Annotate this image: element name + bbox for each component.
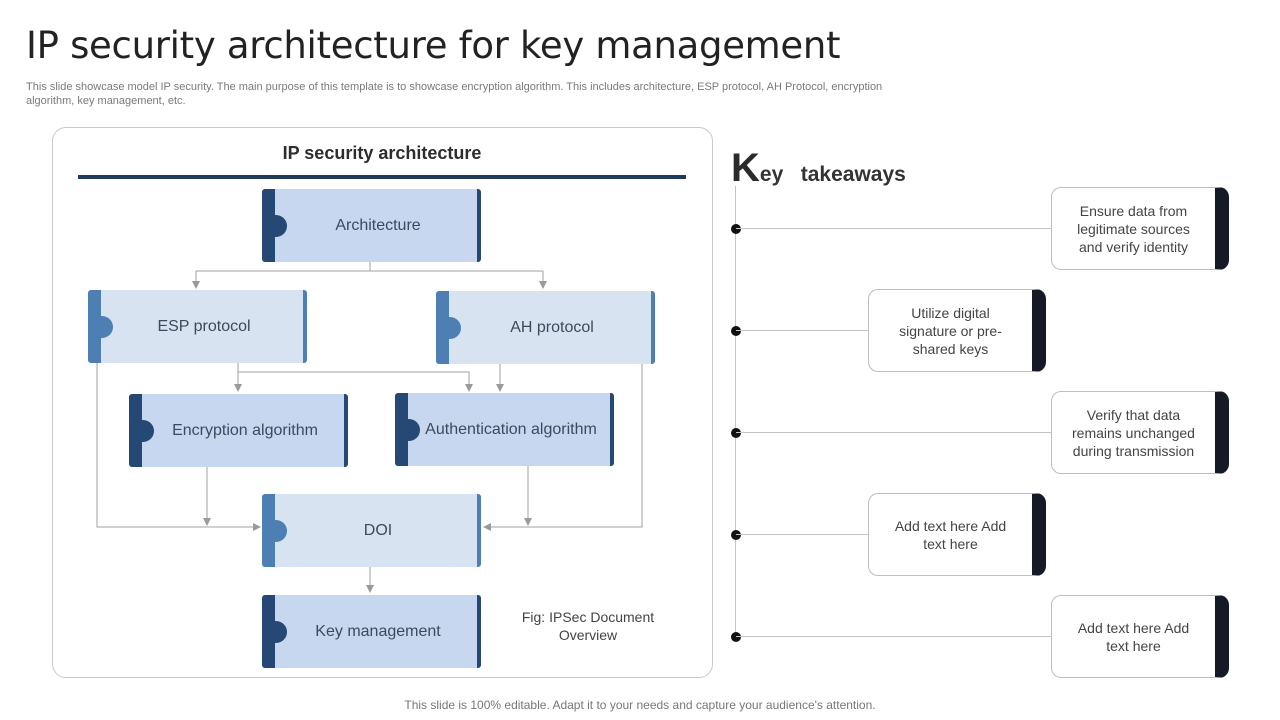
diagram-title: IP security architecture xyxy=(282,143,482,163)
node-label: Key management xyxy=(315,622,441,640)
takeaways-heading-rest: ey takeaways xyxy=(759,163,906,186)
takeaway-card-1: Ensure data from legitimate sources and … xyxy=(1051,187,1229,270)
figure-caption: Fig: IPSec Document Overview xyxy=(521,609,655,643)
node-label: DOI xyxy=(363,521,393,539)
node-tab-marker xyxy=(269,519,287,542)
timeline-connector xyxy=(736,534,869,535)
node-encryption-algorithm: Encryption algorithm xyxy=(129,394,348,467)
timeline-dot xyxy=(731,632,741,642)
timeline-connector xyxy=(736,228,1052,229)
node-label: ESP protocol xyxy=(157,317,251,335)
node-tab-marker xyxy=(443,316,461,339)
footer-note: This slide is 100% editable. Adapt it to… xyxy=(404,698,876,712)
timeline-connector xyxy=(736,432,1052,433)
timeline-dot xyxy=(731,326,741,336)
architecture-panel xyxy=(52,127,713,678)
timeline-dot xyxy=(731,530,741,540)
timeline-dot xyxy=(731,224,741,234)
diagram-title-rule xyxy=(78,175,686,179)
timeline-connector xyxy=(736,330,869,331)
node-tab-marker xyxy=(136,419,154,442)
page-subtitle: This slide showcase model IP security. T… xyxy=(26,81,883,107)
timeline-connector xyxy=(736,636,1052,637)
node-label: AH protocol xyxy=(510,318,594,336)
takeaways-heading-initial: K xyxy=(731,146,760,190)
node-label: Authentication algorithm xyxy=(425,420,597,438)
takeaways-timeline xyxy=(735,186,736,638)
node-architecture: Architecture xyxy=(262,189,481,262)
node-authentication-algorithm: Authentication algorithm xyxy=(395,393,614,466)
takeaway-card-4: Add text here Add text here xyxy=(868,493,1046,576)
node-label: Encryption algorithm xyxy=(172,421,318,439)
node-esp-protocol: ESP protocol xyxy=(88,290,307,363)
node-tab-marker xyxy=(402,418,420,441)
takeaways-heading: Key takeaways xyxy=(731,146,906,191)
takeaway-card-5: Add text here Add text here xyxy=(1051,595,1229,678)
node-key-management: Key management xyxy=(262,595,481,668)
page-title: IP security architecture for key managem… xyxy=(26,24,841,67)
timeline-dot xyxy=(731,428,741,438)
node-label: Architecture xyxy=(335,216,421,234)
node-tab-marker xyxy=(269,620,287,643)
node-doi: DOI xyxy=(262,494,481,567)
node-tab-marker xyxy=(95,315,113,338)
takeaway-card-2: Utilize digital signature or pre-shared … xyxy=(868,289,1046,372)
node-tab-marker xyxy=(269,214,287,237)
node-ah-protocol: AH protocol xyxy=(436,291,655,364)
takeaway-card-3: Verify that data remains unchanged durin… xyxy=(1051,391,1229,474)
